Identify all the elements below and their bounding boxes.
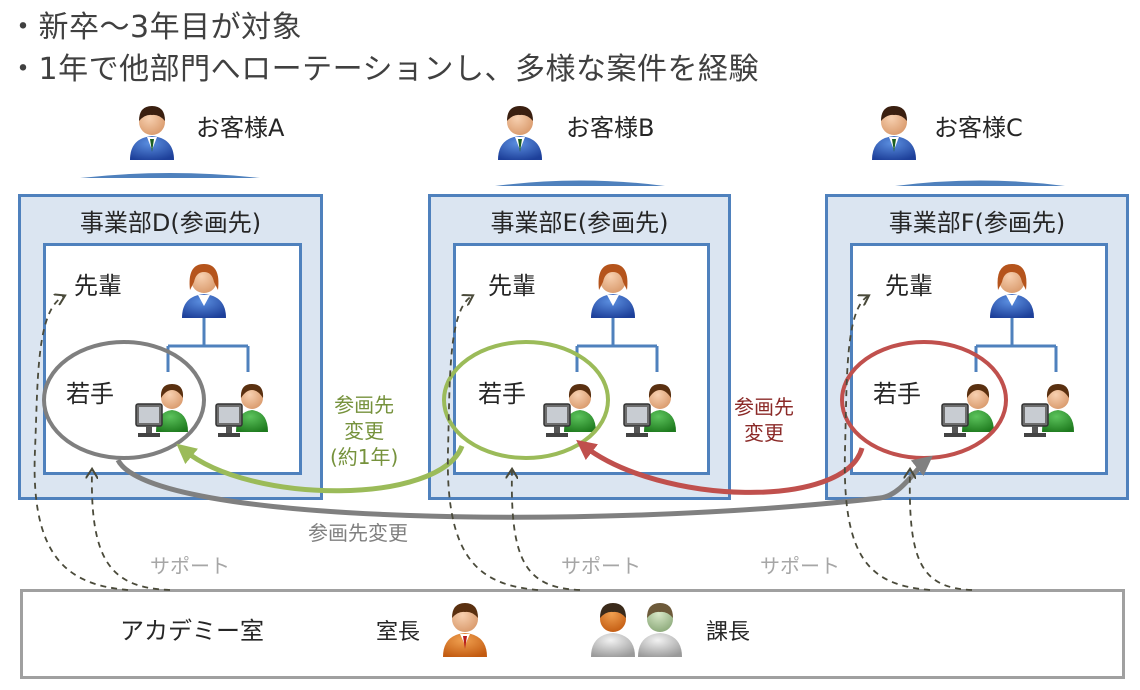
- customer-a-label: お客様A: [196, 114, 285, 142]
- academy-name: アカデミー室: [120, 617, 264, 645]
- department-f-senior-label: 先輩: [885, 272, 933, 300]
- junior-f2-icon: [1021, 383, 1075, 438]
- manager-2-icon: [638, 603, 682, 657]
- junior-d2-icon: [215, 383, 269, 438]
- org-tree-d: [166, 318, 250, 372]
- senior-e-icon: [591, 264, 635, 318]
- department-d-title: 事業部D(参画先): [79, 209, 262, 237]
- manager-1-icon: [591, 603, 635, 657]
- junior-f1-icon: [941, 383, 995, 438]
- customer-c-icon: [872, 106, 916, 160]
- junior-e1-icon: [543, 383, 597, 438]
- department-d-junior-label: 若手: [66, 380, 114, 408]
- academy-head-label: 室長: [376, 620, 421, 645]
- senior-f-icon: [990, 264, 1034, 318]
- support-label-d: サポート: [150, 554, 230, 578]
- department-e-senior-label: 先輩: [488, 272, 536, 300]
- department-f-title: 事業部F(参画先): [888, 209, 1066, 237]
- org-tree-e: [575, 318, 659, 372]
- academy-room: [20, 589, 1125, 679]
- department-e-team: 先輩 若手: [453, 243, 710, 475]
- customer-a-icon: [130, 106, 174, 160]
- customer-b-icon: [498, 106, 542, 160]
- department-d-senior-label: 先輩: [74, 272, 122, 300]
- gray-arrow-label: 参画先変更: [308, 521, 408, 545]
- customer-b-wedge: [495, 180, 665, 186]
- department-f-junior-label: 若手: [873, 380, 921, 408]
- green-label-line2: 変更: [344, 419, 385, 443]
- customer-b-label: お客様B: [566, 114, 655, 142]
- bullet-target: ・新卒～3年目が対象: [8, 10, 303, 45]
- gray-rotation-arrow: [115, 455, 933, 520]
- support-arrows: [33, 296, 973, 591]
- customer-a-wedge: [80, 173, 260, 178]
- department-d-team: 先輩 若手: [43, 243, 302, 475]
- junior-e-circle: [442, 340, 610, 460]
- academy-head-icon: [443, 603, 487, 657]
- bullet-rotation: ・1年で他部門へローテーションし、多様な案件を経験: [8, 52, 759, 87]
- support-label-f: サポート: [760, 554, 840, 578]
- red-label-line2: 変更: [744, 421, 784, 445]
- junior-d-circle: [42, 340, 206, 460]
- support-label-e: サポート: [561, 554, 641, 578]
- customer-c-label: お客様C: [934, 114, 1023, 142]
- senior-d-icon: [182, 264, 226, 318]
- red-rotation-arrow: [576, 439, 865, 495]
- customer-c-wedge: [895, 180, 1065, 186]
- academy-manager-label: 課長: [706, 620, 751, 645]
- junior-e2-icon: [623, 383, 677, 438]
- green-arrow-label: 参画先 変更 (約1年): [330, 392, 398, 470]
- green-label-line3: (約1年): [330, 445, 399, 469]
- department-e-title: 事業部E(参画先): [490, 209, 669, 237]
- org-tree-f: [974, 318, 1058, 372]
- department-e-junior-label: 若手: [478, 380, 526, 408]
- junior-d1-icon: [135, 383, 189, 438]
- green-rotation-arrow: [176, 443, 465, 494]
- red-label-line1: 参画先: [734, 395, 794, 419]
- red-arrow-label: 参画先 変更: [734, 394, 794, 446]
- green-label-line1: 参画先: [334, 393, 395, 417]
